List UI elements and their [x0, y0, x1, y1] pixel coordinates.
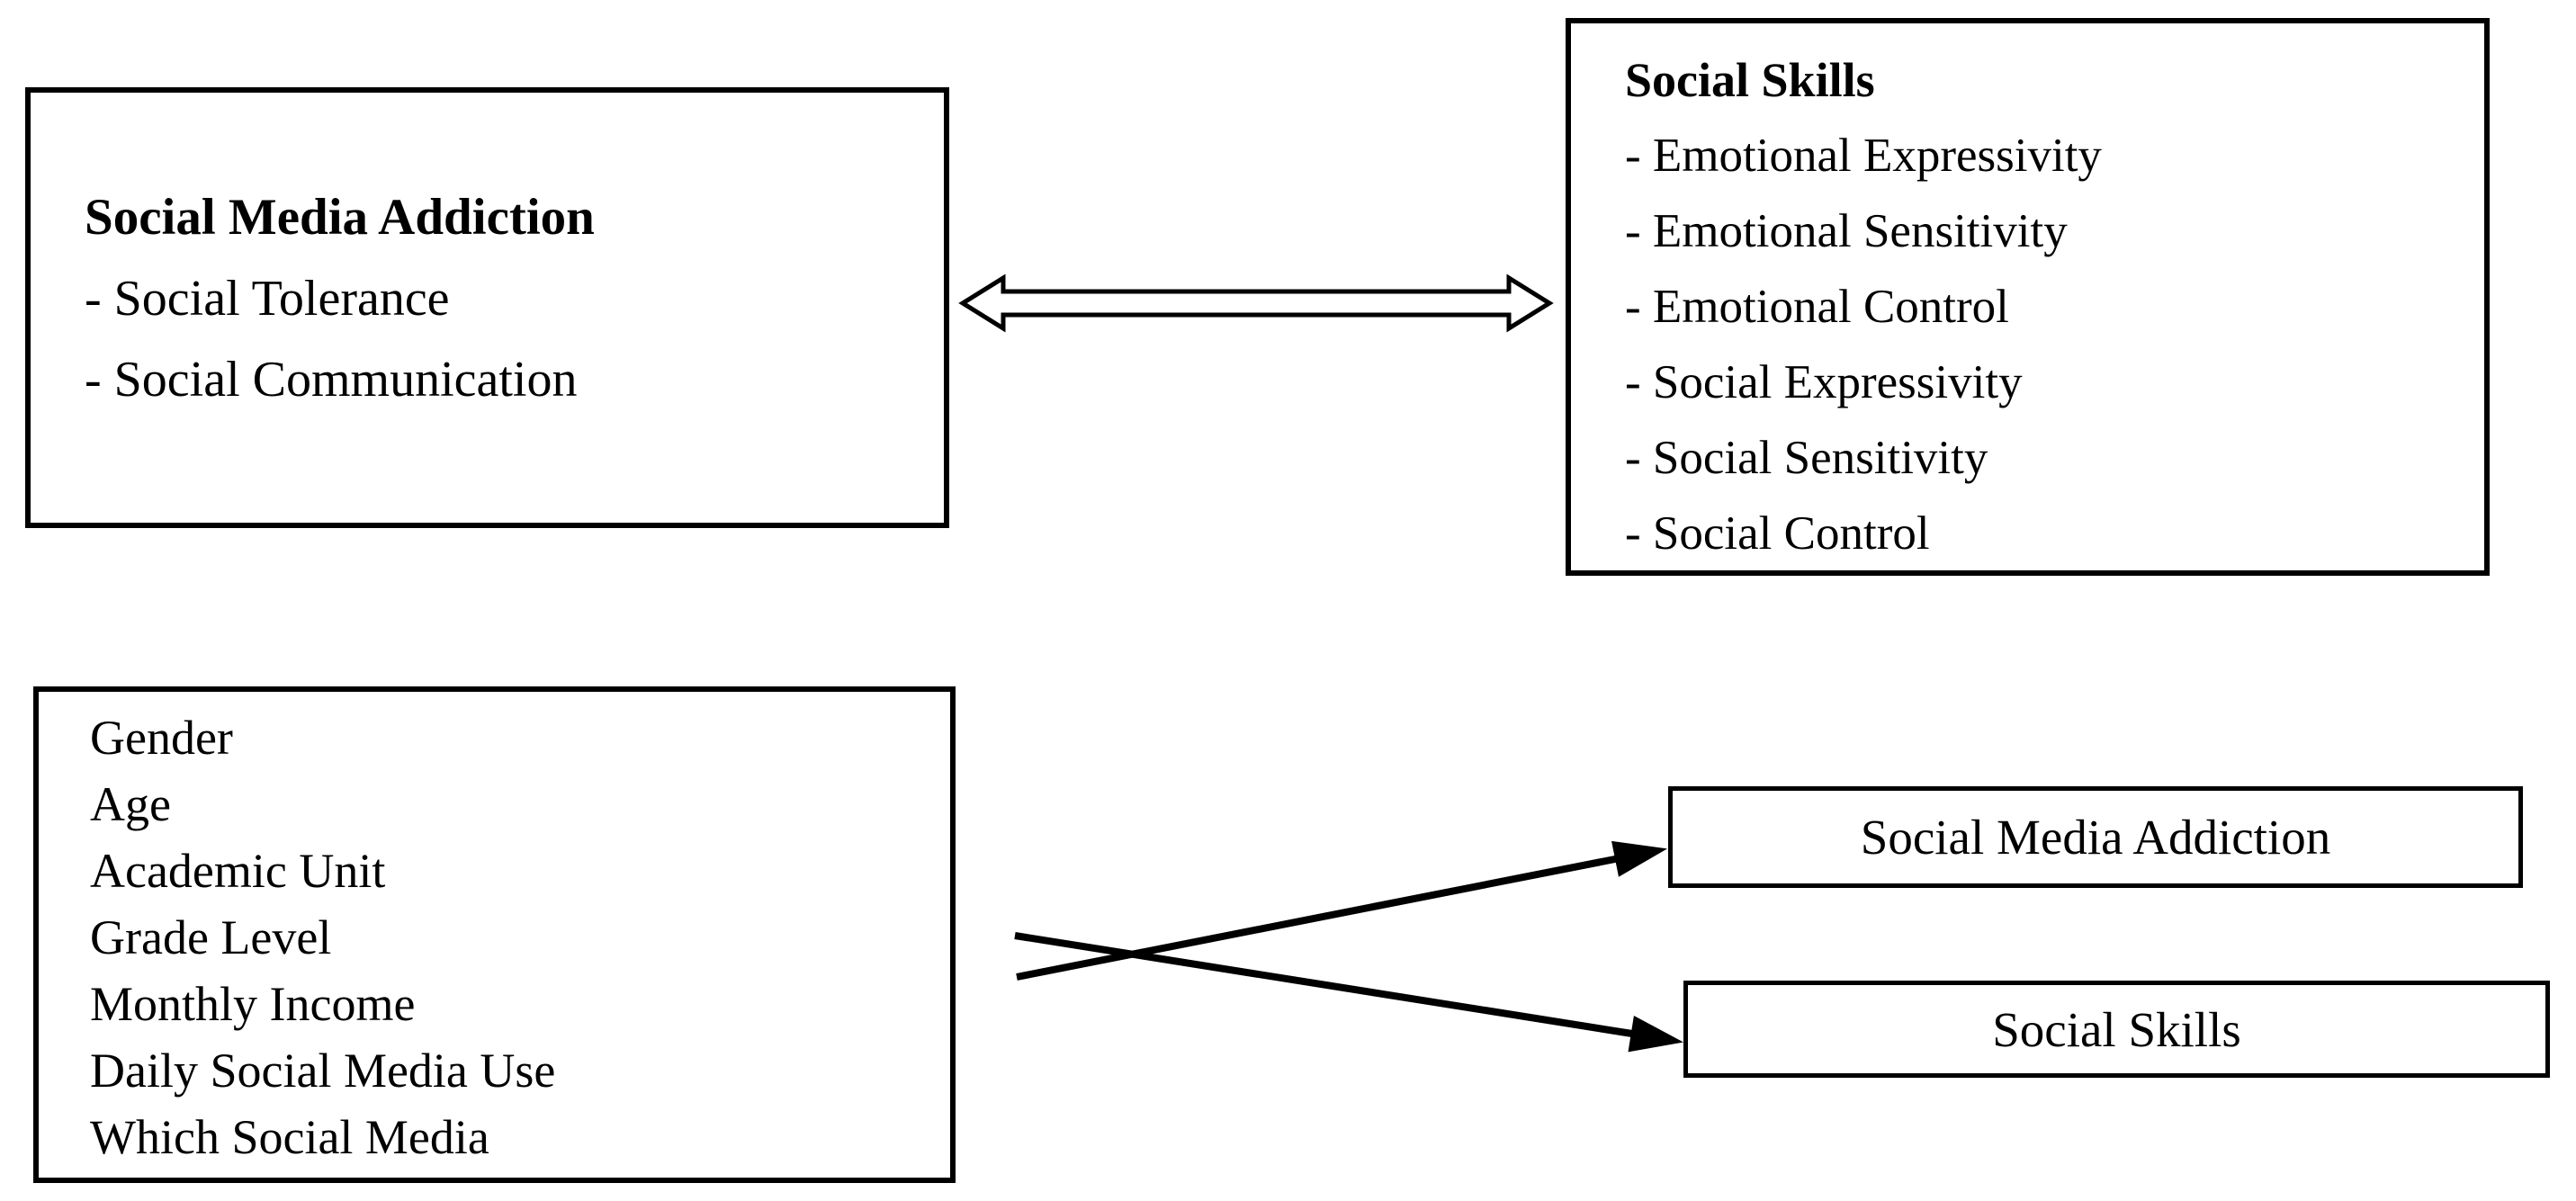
demographic-variable: Academic Unit: [90, 844, 386, 898]
skills-subdimension: - Social Sensitivity: [1625, 432, 1988, 484]
social-skills-box: Social Skills - Emotional Expressivity -…: [1566, 18, 2490, 576]
social-skills-outcome-label: Social Skills: [1992, 1001, 2241, 1057]
social-media-addiction-outcome-label: Social Media Addiction: [1860, 810, 2331, 865]
double-headed-arrow-icon: [958, 273, 1554, 333]
demographic-variable: Which Social Media: [90, 1110, 489, 1164]
skills-subdimension: - Emotional Expressivity: [1625, 130, 2102, 182]
arrow-to-social-media-addiction-icon: [1016, 840, 1668, 981]
social-skills-title: Social Skills: [1625, 53, 1875, 107]
demographic-variable: Gender: [90, 711, 233, 765]
social-media-addiction-box: Social Media Addiction - Social Toleranc…: [25, 87, 949, 528]
demographic-variable: Age: [90, 777, 171, 831]
skills-subdimension: - Emotional Control: [1625, 281, 2009, 333]
social-media-addiction-title: Social Media Addiction: [85, 189, 595, 246]
arrow-to-social-skills-icon: [1014, 932, 1684, 1053]
demographic-variables-box: Gender Age Academic Unit Grade Level Mon…: [33, 686, 956, 1183]
construct-subdimension: - Social Communication: [85, 352, 578, 408]
skills-subdimension: - Social Expressivity: [1625, 356, 2023, 408]
demographic-variable: Monthly Income: [90, 977, 416, 1031]
demographic-variable: Grade Level: [90, 910, 332, 964]
social-skills-outcome-box: Social Skills: [1683, 981, 2550, 1078]
construct-subdimension: - Social Tolerance: [85, 271, 450, 327]
social-media-addiction-outcome-box: Social Media Addiction: [1668, 786, 2523, 888]
skills-subdimension: - Social Control: [1625, 507, 1930, 560]
skills-subdimension: - Emotional Sensitivity: [1625, 205, 2068, 257]
demographic-variable: Daily Social Media Use: [90, 1044, 556, 1098]
